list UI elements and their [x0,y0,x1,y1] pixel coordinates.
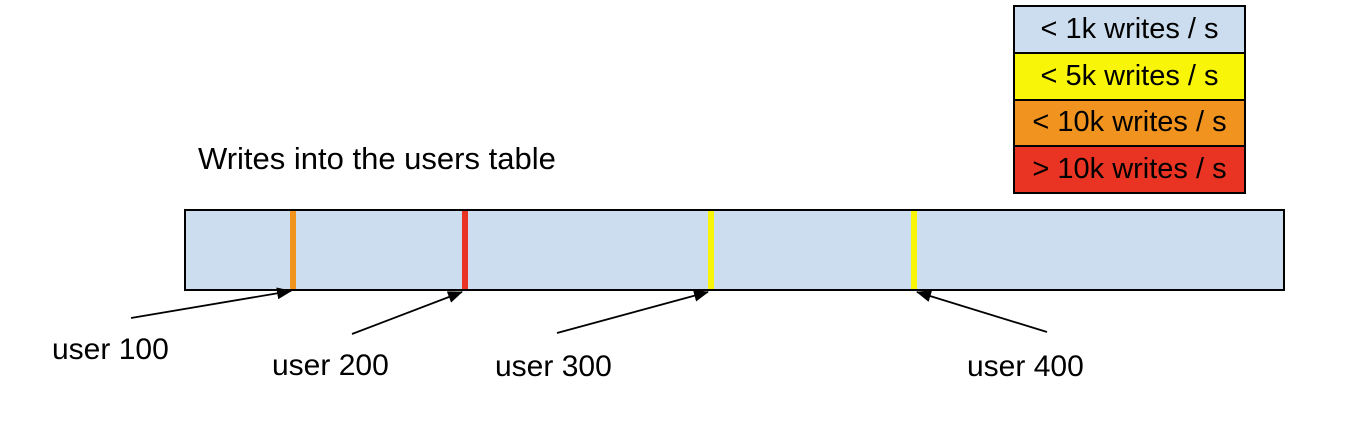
write-hotspot-user-100 [290,211,296,289]
legend: < 1k writes / s < 5k writes / s < 10k wr… [1013,5,1246,194]
user-200-label: user 200 [272,349,389,382]
legend-item-label: > 10k writes / s [1032,153,1227,186]
arrow-user-300 [556,289,709,334]
arrow-user-400 [916,290,1048,333]
arrow-user-200 [351,291,463,335]
write-hotspot-user-200 [462,211,468,289]
user-300-label: user 300 [495,350,612,383]
arrow-user-100 [130,287,292,319]
write-hotspot-user-400 [911,211,917,289]
legend-item-lt-10k: < 10k writes / s [1015,100,1244,148]
legend-item-label: < 1k writes / s [1040,12,1219,45]
legend-item-gt-10k: > 10k writes / s [1015,147,1244,192]
diagram-title: Writes into the users table [198,141,556,176]
legend-item-lt-1k: < 1k writes / s [1015,7,1244,54]
write-hotspot-user-300 [708,211,714,289]
user-100-label: user 100 [52,333,169,366]
legend-item-label: < 10k writes / s [1032,106,1227,139]
legend-item-label: < 5k writes / s [1040,59,1219,92]
user-400-label: user 400 [967,350,1084,383]
legend-item-lt-5k: < 5k writes / s [1015,53,1244,101]
users-table-bar [184,209,1285,291]
